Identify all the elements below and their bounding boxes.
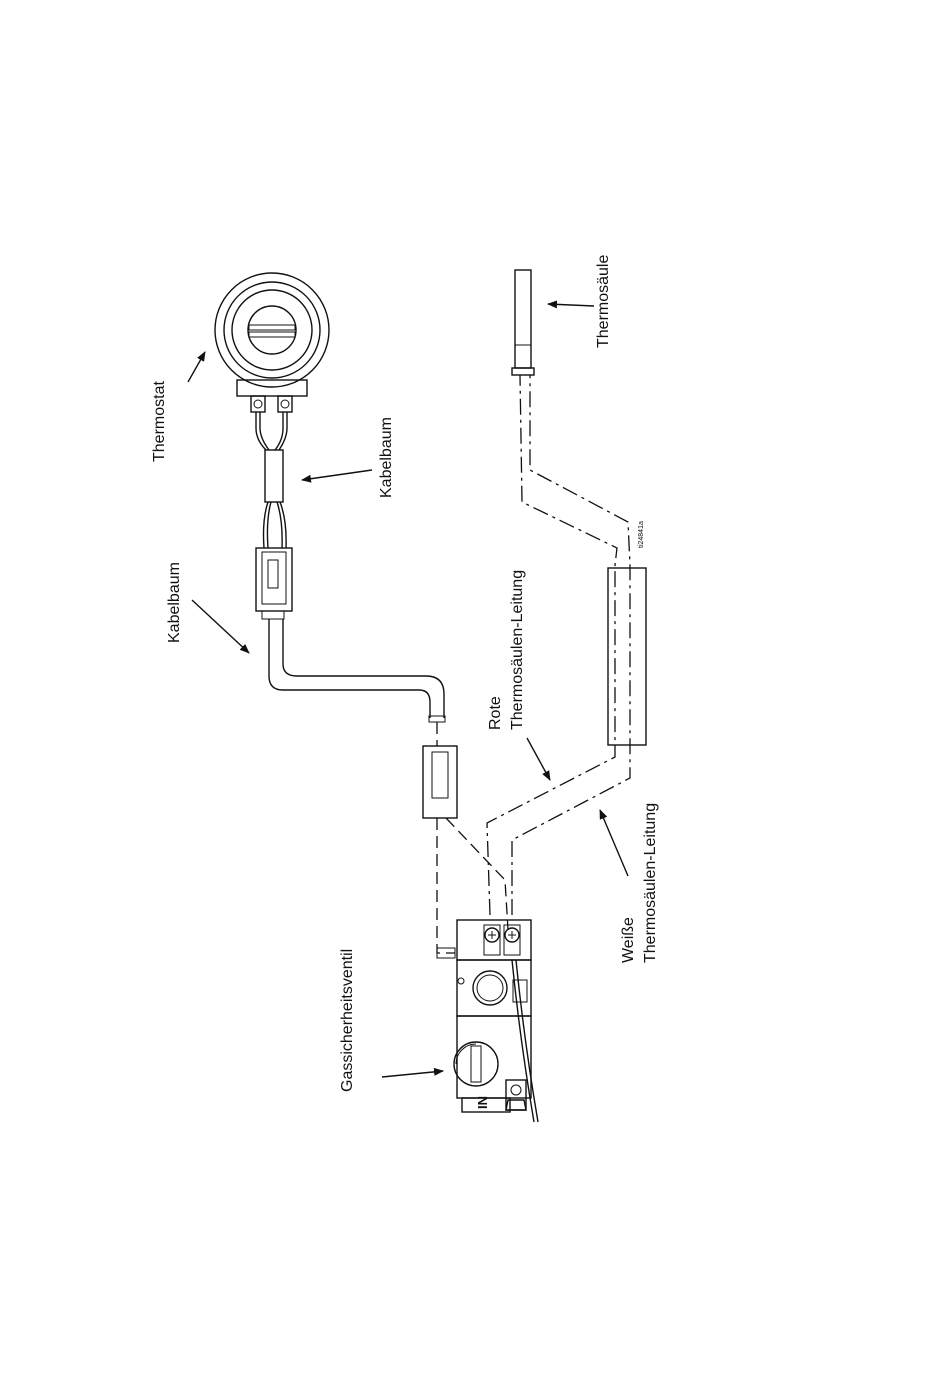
red-lead-arrow [527,738,550,780]
white-thermopile-lead [512,375,630,915]
thermostat-label: Thermostat [151,381,168,462]
gas-valve-arrow [382,1071,443,1077]
thermostat [215,273,329,412]
thermopile-sleeve [608,568,646,745]
white-lead-arrow [600,810,628,876]
upper-harness-arrow [302,470,372,480]
thermopile [512,270,534,375]
red-thermopile-lead [487,375,617,915]
gas-safety-valve: IN [437,920,538,1122]
red-lead-label-line2: Thermosäulen-Leitung [509,570,526,730]
gas-valve-label: Gassicherheitsventil [339,949,356,1092]
thermostat-arrow [188,352,205,382]
white-lead-label-line2: Thermosäulen-Leitung [642,803,659,963]
valve-inlet-marking: IN [475,1096,490,1109]
thermopile-label: Thermosäule [595,255,612,348]
white-lead-label-line1: Weiße [620,917,637,963]
lower-harness-arrow [192,600,249,653]
upper-harness-label: Kabelbaum [378,417,395,498]
thermopile-arrow [548,304,594,306]
lower-harness-label: Kabelbaum [166,562,183,643]
red-lead-label-line1: Rote [487,696,504,730]
figure-id: ti24841a [638,521,645,548]
